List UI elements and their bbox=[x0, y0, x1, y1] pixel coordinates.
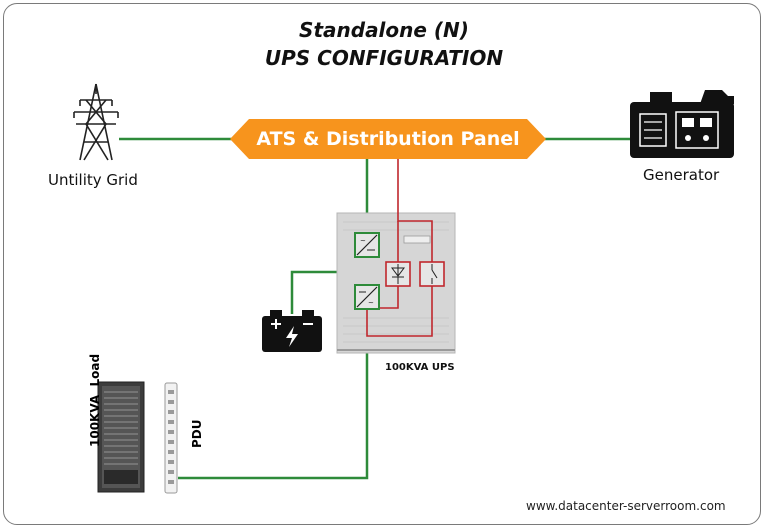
ups-label: 100KVA UPS bbox=[385, 362, 455, 373]
pdu-strip-icon bbox=[164, 382, 178, 494]
battery-icon bbox=[262, 310, 322, 352]
footer-url: www.datacenter-serverroom.com bbox=[526, 499, 726, 513]
diagram-title-line1: Standalone (N) bbox=[299, 18, 469, 42]
svg-text:~: ~ bbox=[360, 237, 366, 245]
feed-lines bbox=[119, 137, 630, 480]
svg-text:~: ~ bbox=[368, 299, 374, 307]
ats-panel-shape bbox=[230, 119, 546, 159]
bypass-return-line bbox=[366, 286, 433, 337]
diagram-title-line2: UPS CONFIGURATION bbox=[264, 46, 504, 70]
bypass-switch-module bbox=[419, 261, 445, 287]
ats-panel-label: ATS & Distribution Panel bbox=[256, 128, 520, 150]
inverter-module: ~ bbox=[354, 284, 380, 310]
generator-label: Generator bbox=[643, 166, 720, 184]
transmission-tower-icon bbox=[73, 83, 119, 161]
static-switch-module bbox=[385, 261, 411, 287]
pdu-label: PDU bbox=[190, 419, 204, 449]
server-rack-icon bbox=[97, 381, 145, 493]
ups-to-pdu-line bbox=[178, 306, 369, 480]
bypass-feed-line bbox=[397, 159, 433, 262]
rectifier-module: ~ bbox=[354, 232, 380, 258]
utility-grid-label: Untility Grid bbox=[48, 171, 138, 189]
load-label: 100KVA Load bbox=[88, 353, 102, 447]
generator-icon bbox=[630, 90, 734, 158]
